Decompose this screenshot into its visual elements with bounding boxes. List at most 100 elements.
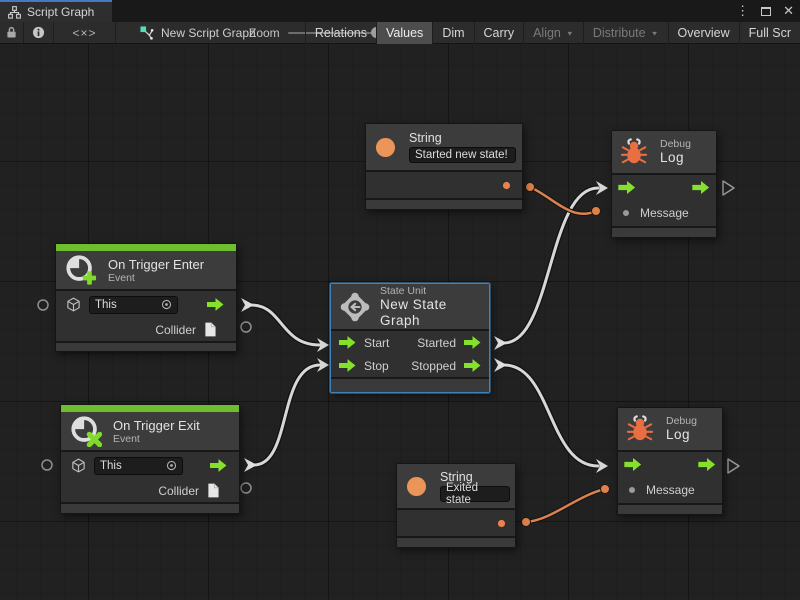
- flow-source-port[interactable]: [241, 298, 254, 312]
- flow-out-port-arrow[interactable]: [464, 359, 481, 372]
- value-port[interactable]: [37, 299, 49, 311]
- node-title: String: [440, 470, 473, 484]
- flow-out-port-arrow[interactable]: [210, 459, 227, 472]
- overview-button[interactable]: Overview: [667, 22, 739, 44]
- dim-toggle[interactable]: Dim: [432, 22, 473, 44]
- info-icon: [32, 26, 45, 39]
- flow-source-port[interactable]: [244, 458, 257, 472]
- node-debug-log[interactable]: Debug Log Mess: [611, 130, 717, 238]
- flow-port[interactable]: [727, 458, 740, 474]
- window-controls: ⋮ ✕: [736, 0, 794, 22]
- wire-string-to-message: [524, 487, 607, 524]
- string-out-port[interactable]: [497, 519, 506, 528]
- target-picker-icon[interactable]: [161, 299, 172, 310]
- node-footer: [61, 504, 239, 513]
- string-value-field[interactable]: Started new state!: [409, 147, 516, 163]
- node-body: Message: [618, 452, 722, 503]
- wire-arrowheads: [317, 181, 608, 473]
- gameobject-cube-icon: [71, 458, 86, 473]
- document-icon[interactable]: [207, 483, 219, 498]
- node-footer: [618, 505, 722, 514]
- wire-dot[interactable]: [521, 517, 531, 527]
- flow-wires: [248, 185, 601, 469]
- lock-button[interactable]: [0, 22, 24, 43]
- target-picker-icon[interactable]: [166, 460, 177, 471]
- flow-port[interactable]: [722, 180, 735, 196]
- toolbar-toggles: Relations Values Dim Carry Align▼ Distri…: [304, 22, 800, 44]
- inspector-button[interactable]: [24, 22, 54, 43]
- string-out-port[interactable]: [502, 181, 511, 190]
- message-in-port[interactable]: [628, 486, 636, 494]
- flow-out-port-arrow[interactable]: [207, 298, 224, 311]
- node-header: String Started new state!: [366, 124, 522, 170]
- node-string-literal[interactable]: String Exited state: [396, 463, 516, 548]
- code-glyph: <×>: [72, 25, 97, 40]
- flow-in-port-arrow[interactable]: [618, 181, 636, 194]
- tab-bar: Script Graph ⋮ ✕: [0, 0, 800, 22]
- wire-started-to-log: [502, 186, 600, 345]
- node-header: String Exited state: [397, 464, 515, 508]
- node-string-literal[interactable]: String Started new state!: [365, 123, 523, 210]
- values-toggle[interactable]: Values: [376, 22, 433, 44]
- node-type-label: Debug: [660, 138, 691, 150]
- document-icon[interactable]: [204, 322, 216, 337]
- node-header: On Trigger Enter Event: [56, 251, 236, 289]
- graph-toolbar: <×> New Script Graph Zoom 1x Relations V…: [0, 22, 800, 44]
- node-state-unit[interactable]: State Unit New State Graph Start Started: [330, 283, 490, 393]
- port-label: Collider: [158, 483, 199, 498]
- distribute-dropdown[interactable]: Distribute▼: [582, 22, 668, 44]
- wire-dot[interactable]: [600, 484, 610, 494]
- value-port[interactable]: [240, 482, 252, 494]
- arrowhead-icon: [596, 459, 608, 473]
- arrowhead-icon: [596, 181, 608, 195]
- value-port[interactable]: [240, 321, 252, 333]
- node-footer: [56, 343, 236, 351]
- flow-in-port-arrow[interactable]: [339, 336, 356, 349]
- chevron-down-icon: ▼: [565, 29, 574, 37]
- close-icon[interactable]: ✕: [783, 3, 794, 18]
- relations-toggle[interactable]: Relations: [304, 22, 376, 44]
- flow-in-port-arrow[interactable]: [624, 458, 642, 471]
- flow-source-port[interactable]: [494, 358, 507, 372]
- wire-dot[interactable]: [525, 182, 535, 192]
- node-type-label: Debug: [666, 415, 697, 427]
- align-dropdown[interactable]: Align▼: [523, 22, 583, 44]
- this-target-field[interactable]: This: [94, 456, 183, 475]
- menu-icon[interactable]: ⋮: [736, 3, 750, 18]
- node-on-trigger-enter[interactable]: On Trigger Enter Event This: [55, 243, 237, 352]
- flow-out-port-arrow[interactable]: [698, 458, 716, 471]
- port-label: Message: [640, 206, 689, 220]
- node-title: String: [409, 131, 442, 145]
- this-target-field[interactable]: This: [89, 295, 178, 314]
- wire-enter-to-start: [248, 302, 323, 348]
- arrowhead-icon: [317, 338, 329, 352]
- node-debug-log[interactable]: Debug Log Mess: [617, 407, 723, 515]
- flow-source-port[interactable]: [494, 336, 507, 350]
- wire-dot[interactable]: [591, 206, 601, 216]
- graph-canvas[interactable]: On Trigger Enter Event This: [0, 44, 800, 600]
- flow-in-port-arrow[interactable]: [339, 359, 356, 372]
- node-body: [397, 510, 515, 536]
- maximize-icon[interactable]: [761, 6, 772, 16]
- variables-button[interactable]: <×>: [54, 22, 116, 43]
- graph-name-label: New Script Graph: [161, 25, 256, 40]
- node-header: On Trigger Exit Event: [61, 412, 239, 450]
- value-port[interactable]: [41, 459, 53, 471]
- carry-toggle[interactable]: Carry: [473, 22, 524, 44]
- message-in-port[interactable]: [622, 209, 630, 217]
- flow-out-port-arrow[interactable]: [464, 336, 481, 349]
- state-machine-icon: [340, 292, 370, 322]
- flow-out-port-arrow[interactable]: [692, 181, 710, 194]
- node-on-trigger-exit[interactable]: On Trigger Exit Event This: [60, 404, 240, 514]
- value-port-circles: [37, 299, 252, 494]
- string-value-field[interactable]: Exited state: [440, 482, 510, 506]
- node-type-label: State Unit: [380, 284, 427, 297]
- fullscreen-button[interactable]: Full Scr: [738, 22, 800, 44]
- arrowhead-icon: [317, 358, 329, 372]
- wire-string-to-message: [528, 185, 598, 216]
- port-label: Message: [646, 483, 695, 497]
- node-footer: [612, 228, 716, 237]
- flow-out-markers: [241, 298, 507, 472]
- tab-script-graph[interactable]: Script Graph: [0, 0, 112, 22]
- port-label: Started: [417, 335, 456, 350]
